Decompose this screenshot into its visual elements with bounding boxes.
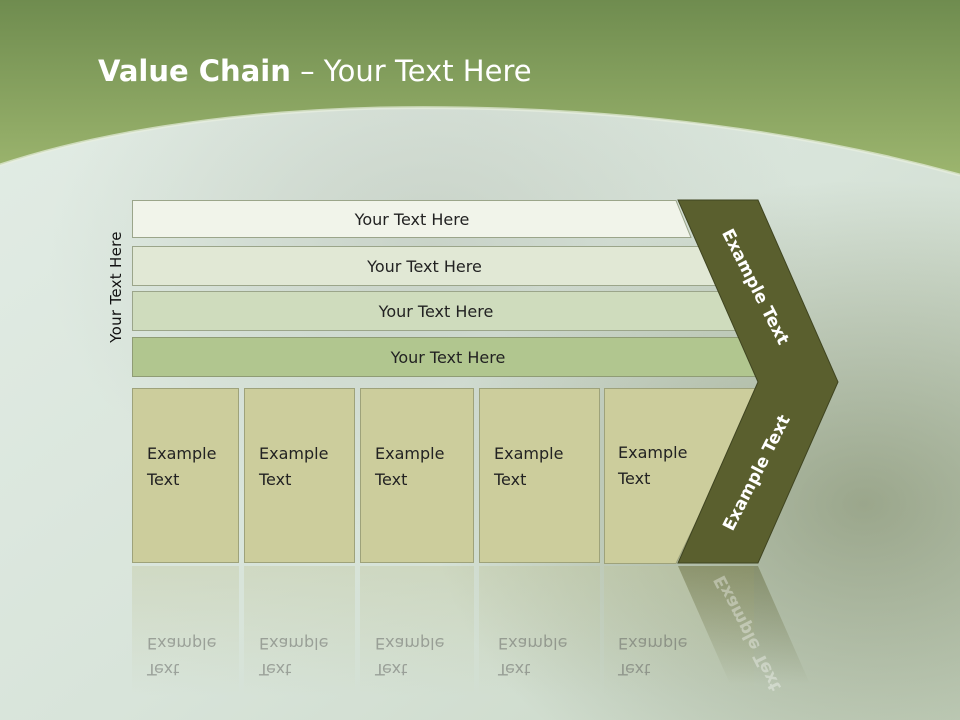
value-chain-chevron bbox=[677, 199, 839, 564]
value-bar-label: Your Text Here bbox=[390, 347, 506, 367]
column-line-1: Example bbox=[147, 444, 217, 463]
column-line-2: Text bbox=[494, 470, 527, 489]
value-column-5: Example Text bbox=[604, 388, 766, 568]
column-line-1: Example bbox=[375, 444, 445, 463]
value-bar-2: Your Text Here bbox=[132, 246, 717, 286]
value-bar-4: Your Text Here bbox=[132, 337, 764, 377]
column-line-2: Text bbox=[147, 470, 180, 489]
column-reflection bbox=[132, 566, 239, 696]
column-reflection bbox=[244, 566, 355, 696]
value-column-3: Example Text bbox=[360, 388, 474, 563]
side-label: Your Text Here bbox=[107, 231, 125, 343]
value-bar-3: Your Text Here bbox=[132, 291, 740, 331]
value-column-2: Example Text bbox=[244, 388, 355, 563]
column-line-2: Text bbox=[618, 469, 651, 488]
title-bold: Value Chain bbox=[98, 54, 291, 88]
value-bar-label: Your Text Here bbox=[354, 209, 470, 229]
column-line-2: Text bbox=[259, 470, 292, 489]
title-rest: – Your Text Here bbox=[290, 54, 532, 88]
column-line-2: Text bbox=[375, 470, 408, 489]
column-line-1: Example bbox=[494, 444, 564, 463]
column-reflection bbox=[360, 566, 474, 696]
column-reflection bbox=[479, 566, 600, 696]
column-line-1: Example bbox=[259, 444, 329, 463]
value-column-5-shape bbox=[604, 388, 762, 564]
value-bar-label: Your Text Here bbox=[367, 256, 482, 276]
value-bar-label: Your Text Here bbox=[378, 301, 494, 321]
column-line-1: Example bbox=[618, 443, 688, 462]
slide-title: Value Chain – Your Text Here bbox=[98, 54, 532, 88]
value-column-1: Example Text bbox=[132, 388, 239, 563]
value-column-4: Example Text bbox=[479, 388, 600, 563]
value-bar-shape bbox=[132, 200, 692, 238]
chevron-reflection bbox=[678, 566, 810, 684]
value-bar-1: Your Text Here bbox=[132, 200, 692, 238]
